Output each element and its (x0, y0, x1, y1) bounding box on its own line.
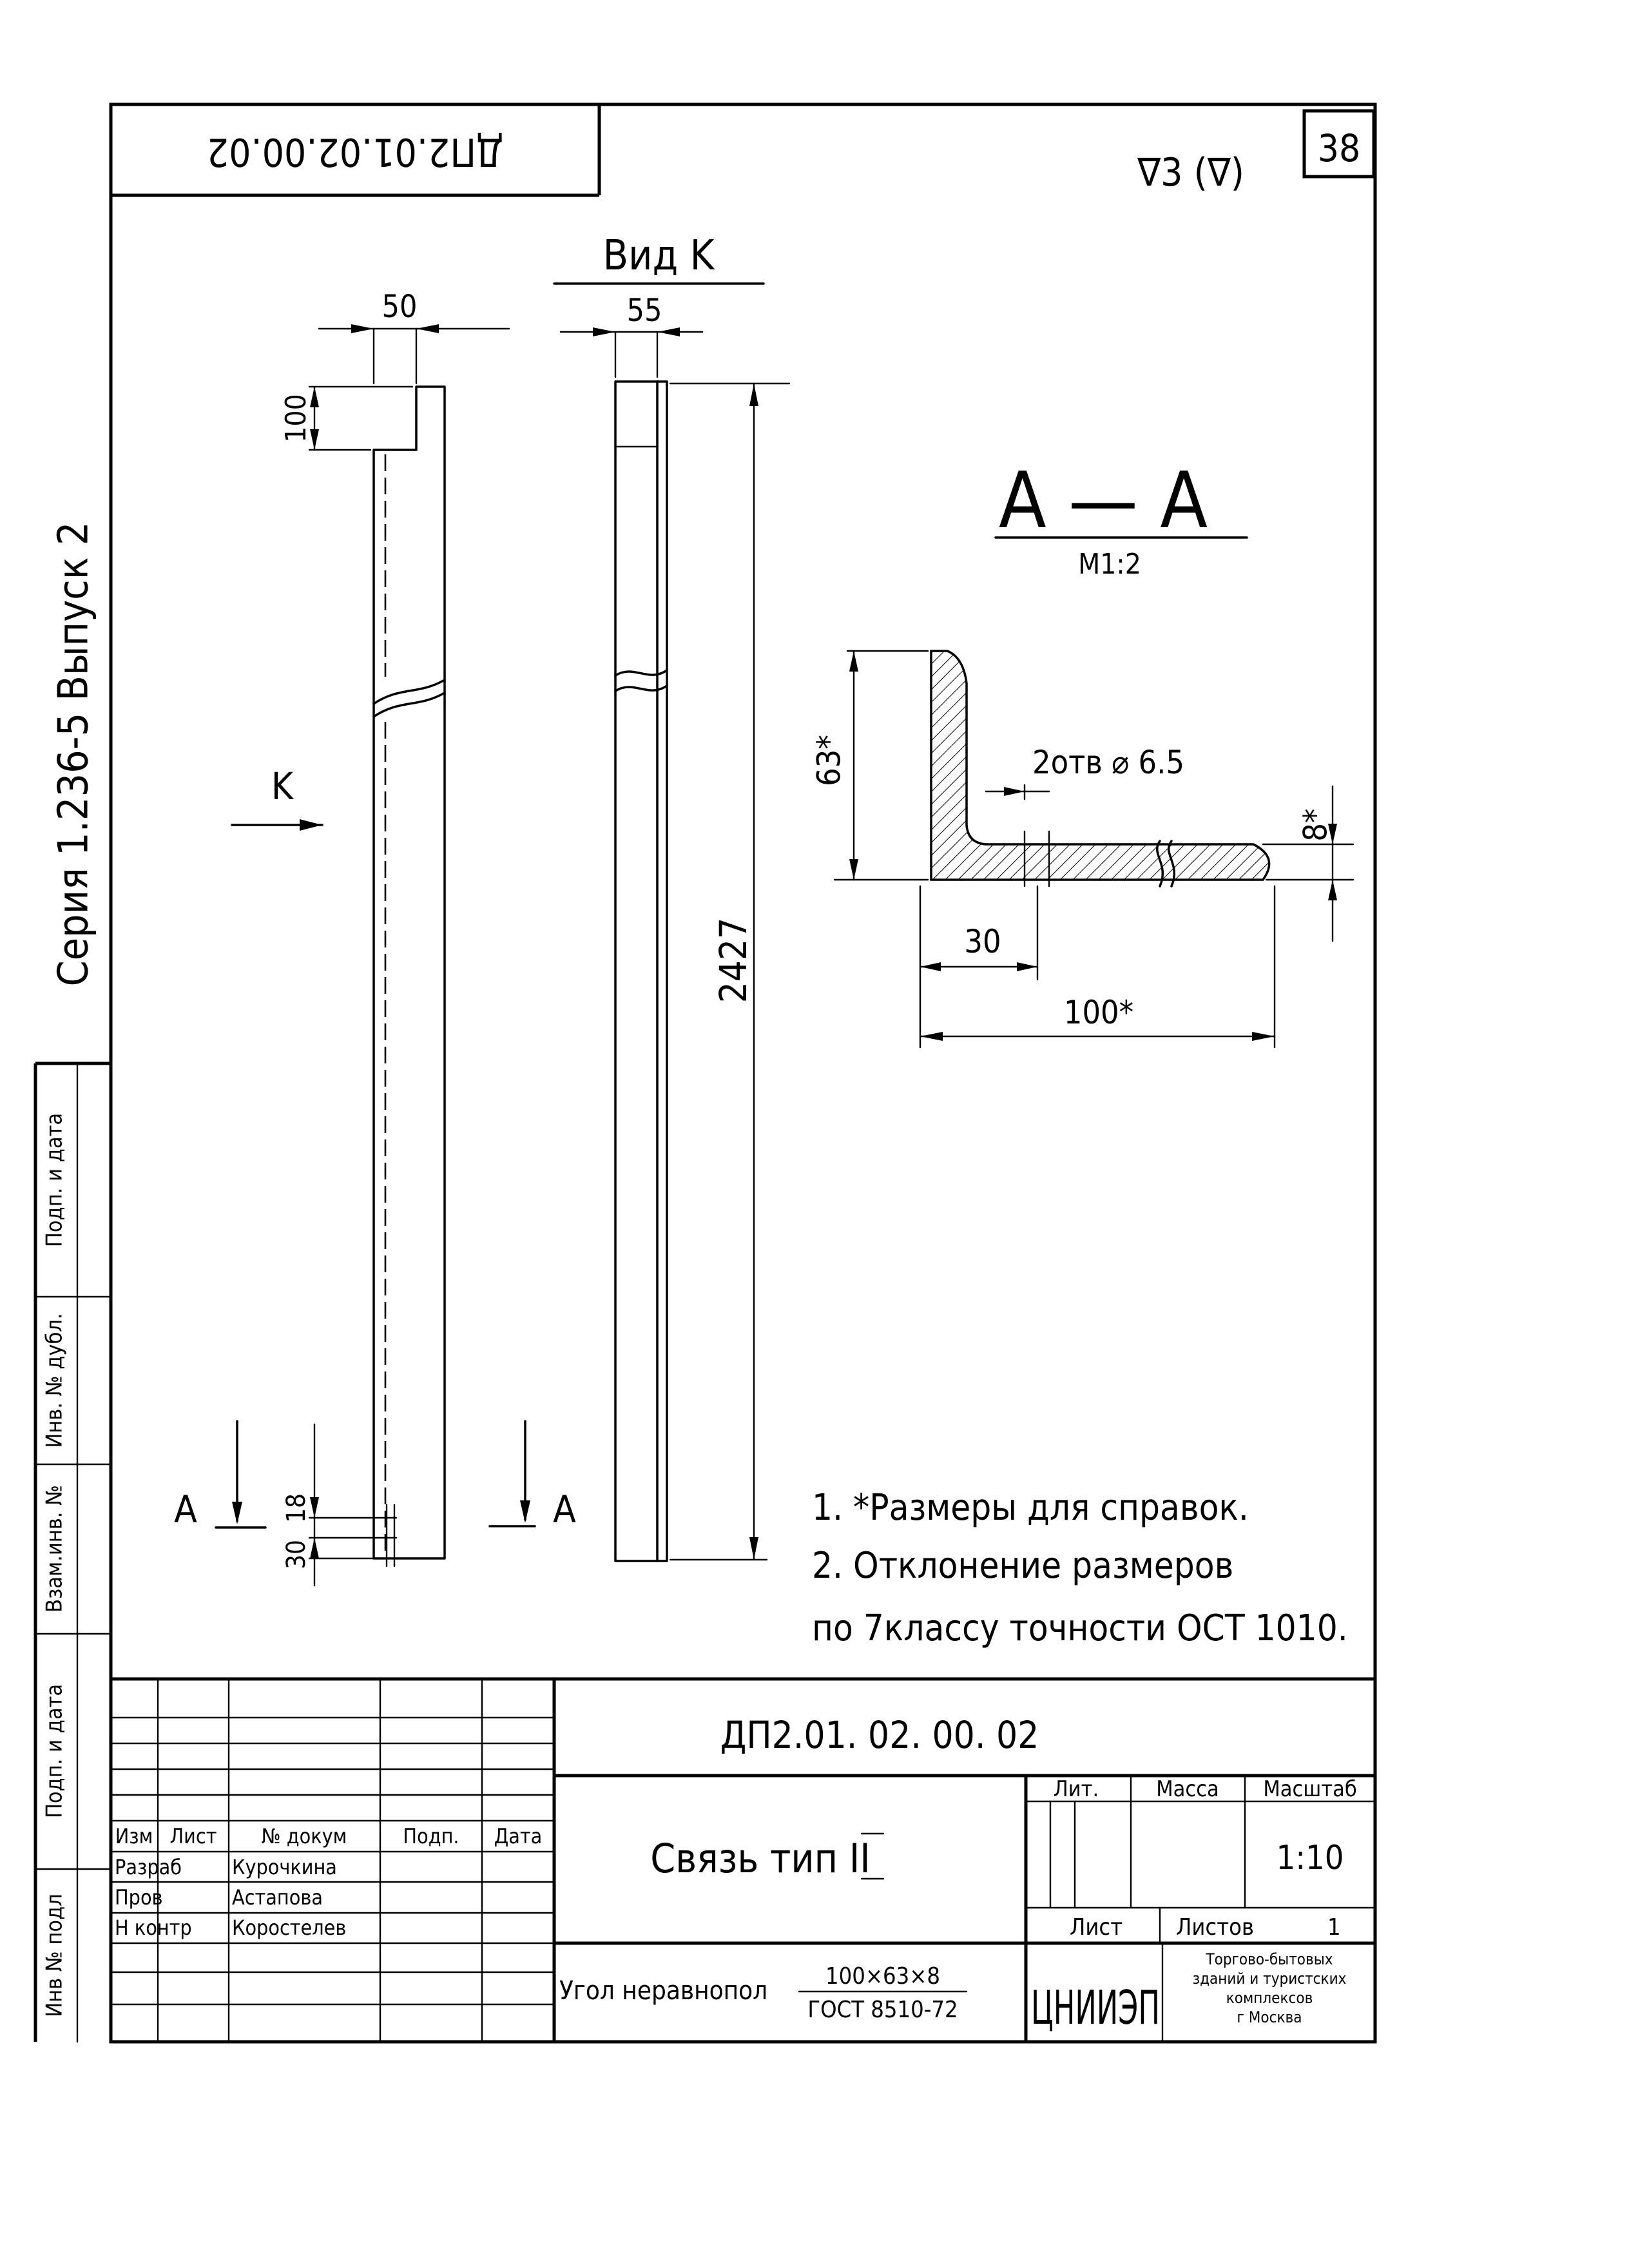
tb-org-line-3: комплексов (1226, 1989, 1313, 2007)
view-k-section-label: A (553, 1488, 576, 1531)
main-view (215, 324, 510, 1587)
tb-org-logo: ЦНИИЭП (1031, 1981, 1160, 2035)
series-label: Серия 1.236-5 Выпуск 2 (50, 521, 98, 986)
tb-person-developer: Курочкина (232, 1855, 337, 1879)
view-arrow-label: K (271, 764, 294, 808)
tb-col-sign: Подп. (403, 1824, 459, 1848)
page-number: 38 (1318, 126, 1360, 170)
tb-drawing-code: ДП2.01. 02. 00. 02 (720, 1713, 1039, 1757)
tb-lit-label: Лит. (1054, 1776, 1099, 1802)
tb-role-checker: Пров (115, 1885, 163, 1910)
view-k (488, 282, 791, 1562)
title-block (110, 1677, 1376, 2043)
section-scale: M1:2 (1078, 548, 1141, 581)
tb-org-line-2: зданий и туристских (1193, 1970, 1347, 1988)
tb-material-size: 100×63×8 (825, 1963, 940, 1990)
tb-part-name: Связь тип II (650, 1835, 870, 1882)
tb-col-izm: Изм (115, 1824, 153, 1848)
strip-label-sign-date-1: Подп. и дата (42, 1113, 68, 1247)
tb-person-checker: Астапова (232, 1885, 323, 1910)
tb-col-doc: № докум (262, 1824, 347, 1848)
tb-scale-label: Масштаб (1263, 1776, 1356, 1802)
tb-role-developer: Разраб (115, 1855, 182, 1879)
tb-sheet-label: Лист (1070, 1914, 1123, 1941)
tb-org-line-1: Торгово-бытовых (1205, 1950, 1333, 1968)
tb-material-name: Угол неравнопол (559, 1976, 767, 2006)
section-a-a (833, 536, 1354, 1049)
note-3: по 7классу точности ОСТ 1010. (812, 1607, 1348, 1649)
strip-label-duplicate-inv: Инв. № дубл. (42, 1313, 68, 1448)
note-2: 2. Отклонение размеров (812, 1545, 1233, 1587)
view-k-title: Вид K (603, 232, 715, 280)
tb-org-line-4: г Москва (1237, 2008, 1302, 2026)
view-k-dim-55: 55 (627, 293, 662, 329)
strip-label-sign-date-2: Подп. и дата (42, 1684, 68, 1818)
sheet-frame (109, 102, 1377, 2044)
section-dim-63: 63* (811, 735, 848, 786)
view-k-dim-2427: 2427 (711, 918, 755, 1003)
section-dim-100: 100* (1064, 994, 1133, 1031)
tb-person-norm-control: Коростелев (232, 1915, 346, 1940)
strip-label-original-inv: Инв № подл (42, 1894, 68, 2017)
tb-sheets-label: Листов (1176, 1914, 1254, 1941)
main-dim-100: 100 (280, 394, 313, 443)
left-strip (34, 1061, 112, 2043)
tb-sheets-value: 1 (1327, 1914, 1341, 1941)
tb-mass-label: Масса (1156, 1776, 1219, 1802)
section-dim-8: 8* (1297, 808, 1335, 841)
tb-material-standard: ГОСТ 8510-72 (807, 1997, 958, 2023)
strip-label-replace-inv: Взам.инв. № (42, 1485, 68, 1613)
tb-col-date: Дата (494, 1824, 543, 1848)
note-1: 1. *Размеры для справок. (812, 1487, 1249, 1529)
main-section-label: A (174, 1488, 197, 1531)
drawing-code-rotated: ДП2.01.02.00.02 (207, 129, 503, 174)
main-dim-30: 30 (282, 1540, 311, 1569)
section-title: A — A (999, 456, 1208, 546)
roughness-symbol: ∇3 (∇) (1137, 150, 1244, 195)
main-dim-50: 50 (382, 289, 418, 325)
tb-scale-value: 1:10 (1276, 1839, 1344, 1877)
section-hole-note: 2отв ⌀ 6.5 (1032, 744, 1184, 781)
section-dim-30: 30 (964, 923, 1001, 960)
tb-role-norm-control: Н контр (115, 1915, 192, 1940)
tb-col-list: Лист (170, 1824, 217, 1848)
main-dim-18: 18 (282, 1493, 311, 1523)
